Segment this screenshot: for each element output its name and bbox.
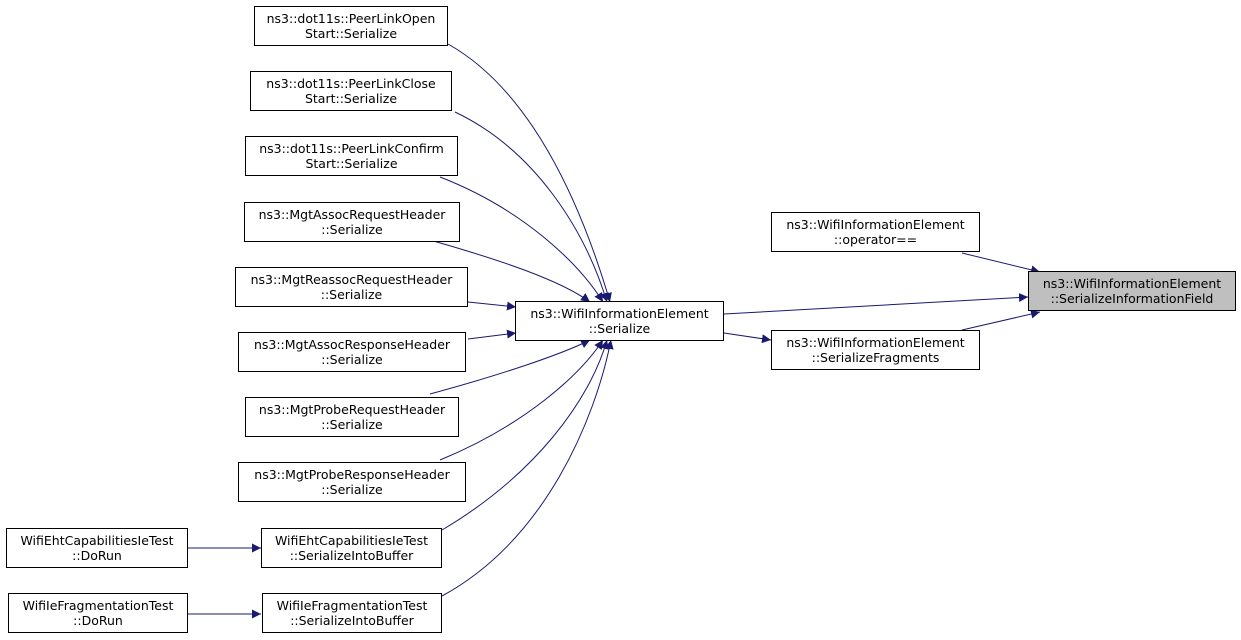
node-line-1: ns3::MgtProbeRequestHeader bbox=[258, 402, 446, 417]
edge-assoc-req-to-serialize bbox=[429, 239, 591, 303]
node-line-1: WifiEhtCapabilitiesIeTest bbox=[274, 533, 429, 548]
edge-reassoc-req-to-serialize bbox=[467, 301, 517, 311]
node-line-2: ::Serialize bbox=[321, 222, 383, 237]
node-line-2: ::SerializeIntoBuffer bbox=[289, 548, 414, 563]
node-wifi-ie-serialize[interactable]: ns3::WifiInformationElement ::Serialize bbox=[515, 301, 724, 341]
edge-probe-req-to-serialize bbox=[429, 339, 591, 395]
node-line-1: ns3::MgtProbeResponseHeader bbox=[254, 467, 450, 482]
node-line-2: ::SerializeIntoBuffer bbox=[290, 613, 414, 628]
node-mgt-probe-request[interactable]: ns3::MgtProbeRequestHeader ::Serialize bbox=[245, 397, 459, 437]
edge-peer-confirm-to-serialize bbox=[439, 176, 604, 303]
edge-serialize-to-focus bbox=[723, 293, 1029, 315]
node-line-2: ::DoRun bbox=[73, 613, 123, 628]
node-line-2: ::SerializeInformationField bbox=[1050, 291, 1214, 306]
node-line-1: ns3::MgtAssocRequestHeader bbox=[258, 207, 446, 222]
node-mgt-reassoc-request[interactable]: ns3::MgtReassocRequestHeader ::Serialize bbox=[235, 267, 468, 307]
node-line-1: ns3::WifiInformationElement bbox=[786, 335, 965, 350]
node-line-2: ::DoRun bbox=[72, 548, 122, 563]
edge-peer-open-to-serialize bbox=[447, 43, 612, 303]
node-eht-dorun[interactable]: WifiEhtCapabilitiesIeTest ::DoRun bbox=[6, 528, 188, 568]
node-line-2: ::SerializeFragments bbox=[811, 350, 940, 365]
node-line-2: ::Serialize bbox=[588, 321, 651, 336]
node-line-2: ::Serialize bbox=[320, 287, 383, 302]
edge-peer-close-to-serialize bbox=[454, 111, 609, 303]
node-line-2: Start::Serialize bbox=[304, 26, 398, 41]
node-operator-eq[interactable]: ns3::WifiInformationElement ::operator== bbox=[771, 212, 980, 252]
node-line-1: ns3::dot11s::PeerLinkConfirm bbox=[259, 141, 444, 156]
node-line-1: WifiEhtCapabilitiesIeTest bbox=[20, 533, 174, 548]
node-line-2: Start::Serialize bbox=[305, 156, 398, 171]
edge-frag-buffer-to-serialize bbox=[441, 339, 614, 597]
node-line-2: Start::Serialize bbox=[304, 91, 398, 106]
node-line-2: ::Serialize bbox=[321, 417, 383, 432]
node-line-1: ns3::WifiInformationElement bbox=[530, 306, 709, 321]
node-line-1: ns3::dot11s::PeerLinkOpen bbox=[266, 11, 436, 26]
node-serialize-fragments[interactable]: ns3::WifiInformationElement ::SerializeF… bbox=[771, 330, 980, 370]
edge-probe-resp-to-serialize bbox=[439, 339, 604, 461]
node-line-2: ::Serialize bbox=[321, 352, 383, 367]
node-peer-link-open[interactable]: ns3::dot11s::PeerLinkOpen Start::Seriali… bbox=[254, 6, 448, 46]
node-line-2: ::operator== bbox=[833, 232, 918, 247]
edge-eht-buffer-to-serialize bbox=[441, 339, 609, 531]
node-mgt-assoc-response[interactable]: ns3::MgtAssocResponseHeader ::Serialize bbox=[238, 332, 466, 372]
node-peer-link-confirm[interactable]: ns3::dot11s::PeerLinkConfirm Start::Seri… bbox=[245, 136, 458, 176]
node-line-1: WifiIeFragmentationTest bbox=[22, 598, 174, 613]
node-line-1: ns3::WifiInformationElement bbox=[1042, 276, 1222, 291]
node-peer-link-close[interactable]: ns3::dot11s::PeerLinkClose Start::Serial… bbox=[250, 71, 452, 111]
node-eht-serialize-into-buffer[interactable]: WifiEhtCapabilitiesIeTest ::SerializeInt… bbox=[261, 528, 442, 568]
edge-assoc-resp-to-serialize bbox=[467, 329, 517, 340]
node-line-1: ns3::dot11s::PeerLinkClose bbox=[266, 76, 436, 91]
edge-fragments-to-focus bbox=[961, 309, 1041, 331]
node-frag-dorun[interactable]: WifiIeFragmentationTest ::DoRun bbox=[8, 593, 188, 633]
node-serialize-information-field: ns3::WifiInformationElement ::SerializeI… bbox=[1028, 271, 1236, 311]
node-mgt-probe-response[interactable]: ns3::MgtProbeResponseHeader ::Serialize bbox=[238, 462, 466, 502]
node-mgt-assoc-request[interactable]: ns3::MgtAssocRequestHeader ::Serialize bbox=[244, 202, 460, 242]
edge-operator-eq-to-focus bbox=[961, 252, 1041, 275]
node-line-1: WifiIeFragmentationTest bbox=[276, 598, 428, 613]
node-frag-serialize-into-buffer[interactable]: WifiIeFragmentationTest ::SerializeIntoB… bbox=[262, 593, 442, 633]
node-line-1: ns3::MgtReassocRequestHeader bbox=[250, 272, 453, 287]
node-line-1: ns3::MgtAssocResponseHeader bbox=[253, 337, 451, 352]
edge-serialize-to-fragments bbox=[723, 332, 772, 344]
node-line-2: ::Serialize bbox=[321, 482, 383, 497]
node-line-1: ns3::WifiInformationElement bbox=[786, 217, 965, 232]
